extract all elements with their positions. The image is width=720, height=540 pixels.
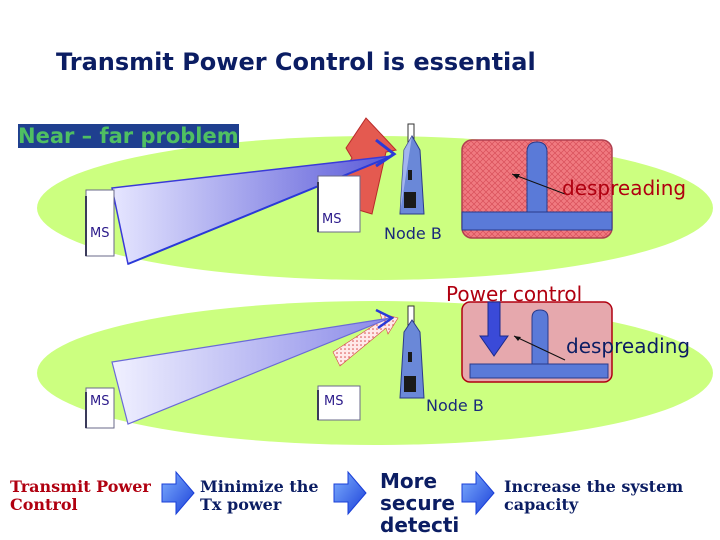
spectrum-despreading-bottom — [461, 301, 613, 383]
slide-title: Transmit Power Control is essential — [56, 48, 536, 76]
ms-box-left-top — [85, 189, 115, 257]
power-control-down-arrow — [479, 301, 509, 357]
flow-chevron-2 — [333, 470, 367, 516]
node-b-tower-top — [399, 123, 425, 215]
weak-signal-arrowhead-top — [375, 138, 397, 168]
flow-step-minimize-tx-power: Minimize the Tx power — [200, 477, 319, 514]
ms-box-right-bottom — [317, 385, 361, 421]
ms-label-right-top: MS — [322, 212, 342, 227]
spectrum-despreading-top — [461, 139, 613, 239]
weak-signal-arrowhead-bottom — [375, 308, 395, 330]
ms-label-left-bottom: MS — [90, 394, 110, 409]
flow-chevron-3 — [461, 470, 495, 516]
ms-label-right-bottom: MS — [324, 394, 344, 409]
ms-box-right-top — [317, 175, 361, 233]
flow-step-transmit-power-control: Transmit Power Control — [10, 477, 151, 514]
node-b-tower-bottom — [399, 305, 425, 399]
flow-step-increase-capacity: Increase the system capacity — [504, 477, 684, 514]
power-control-label: Power control — [446, 282, 583, 306]
ms-box-left-bottom — [85, 387, 115, 429]
flow-chevron-1 — [161, 470, 195, 516]
near-far-highlight: Near – far problem — [18, 124, 239, 148]
despreading-label-bottom: despreading — [566, 334, 691, 358]
node-b-label-top: Node B — [384, 224, 442, 243]
ms-label-left-top: MS — [90, 226, 110, 241]
flow-step-more-secure: More secure detecti — [380, 470, 460, 537]
despreading-label-top: despreading — [562, 176, 687, 200]
weak-signal-beam-bottom — [111, 317, 391, 425]
node-b-label-bottom: Node B — [426, 396, 484, 415]
near-far-problem-label: Near – far problem — [18, 124, 239, 148]
